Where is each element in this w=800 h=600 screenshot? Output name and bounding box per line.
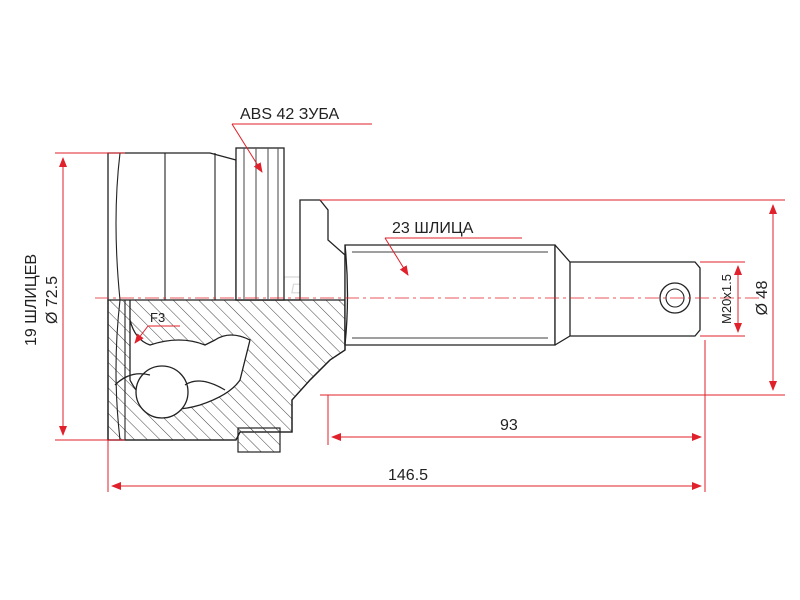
label-shaft-diameter: Ø 48 — [754, 281, 771, 316]
nut-section — [237, 427, 281, 453]
dimensions — [55, 123, 785, 492]
housing-details — [115, 148, 279, 441]
stub-shaft — [344, 244, 701, 346]
leader-shaft-splines — [384, 237, 409, 276]
leader-abs — [231, 123, 263, 173]
label-length-146: 146.5 — [388, 467, 428, 484]
label-hub-splines: 19 ШЛИЦЕВ — [23, 254, 40, 346]
label-fitting: F3 — [150, 310, 165, 325]
label-shaft-splines: 23 ШЛИЦА — [392, 220, 474, 237]
inner-race — [114, 300, 251, 419]
label-outer-diameter: Ø 72.5 — [44, 276, 61, 324]
leader-fitting — [134, 325, 149, 344]
label-abs: ABS 42 ЗУБА — [240, 106, 340, 123]
label-thread: M20x1.5 — [719, 274, 734, 324]
label-length-93: 93 — [500, 417, 518, 434]
